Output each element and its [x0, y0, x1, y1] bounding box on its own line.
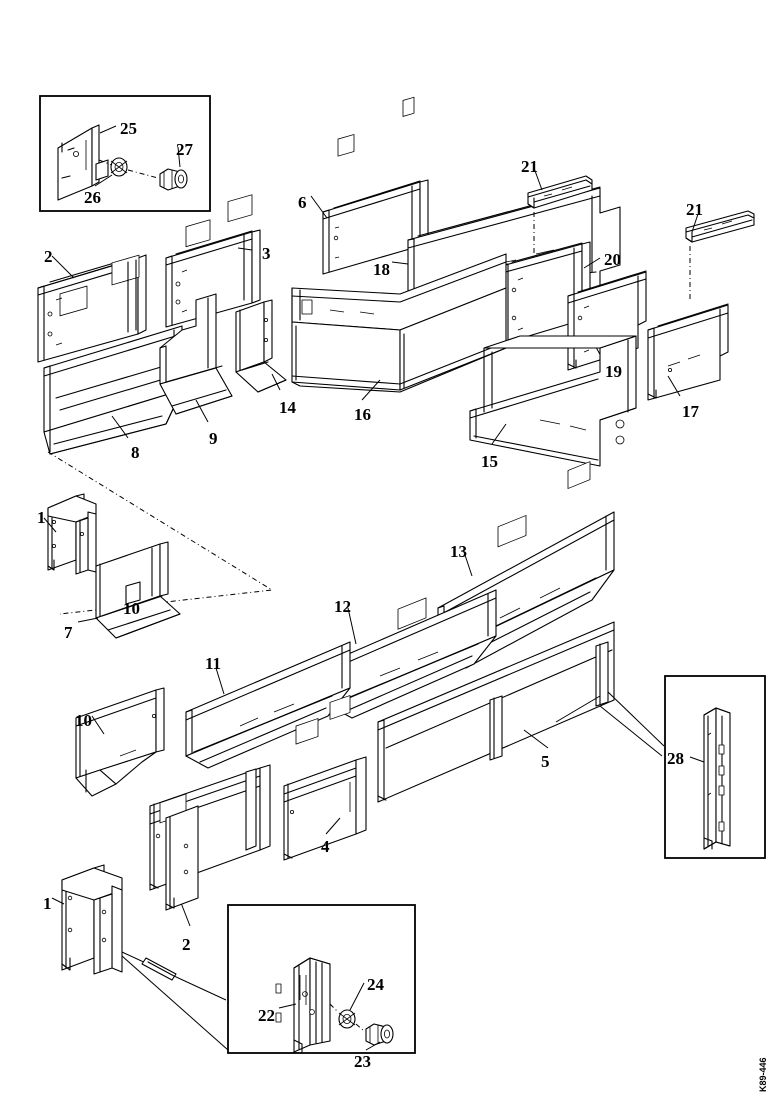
callout-9: 9: [209, 429, 218, 448]
part-5-long-panel: [377, 461, 615, 803]
inset-right: [664, 675, 766, 859]
callout-5: 5: [541, 752, 550, 771]
part-23-bushing: [365, 1023, 394, 1046]
part-3-side-panel: [165, 194, 261, 328]
callout-3: 3: [262, 244, 271, 263]
part-25-mount-plate: [57, 124, 109, 201]
part-26-washer: [110, 157, 128, 177]
callout-1-upper: 1: [37, 508, 46, 527]
callout-19: 19: [605, 362, 622, 381]
part-8-floor-pan-long: [43, 325, 183, 455]
callout-1-lower: 1: [43, 894, 52, 913]
callout-10-lower: 10: [75, 711, 92, 730]
callout-7: 7: [64, 623, 73, 642]
callout-20: 20: [604, 250, 621, 269]
part-1-u-bracket-upper: [47, 493, 97, 575]
callout-16: 16: [354, 405, 371, 424]
callout-21-upper: 21: [521, 157, 538, 176]
part-24-washer: [338, 1009, 356, 1029]
part-21-rail-strip-upper: [527, 175, 593, 209]
part-9-floor-pan-short: [159, 293, 233, 415]
part-17-end-panel-right: [647, 303, 729, 401]
part-22-post-plate: [275, 957, 331, 1053]
callout-13: 13: [450, 542, 467, 561]
part-10-angle-panel-lower: [165, 805, 199, 911]
callout-22: 22: [258, 1006, 275, 1025]
part-7-tray-bracket: [95, 541, 181, 639]
callout-8: 8: [131, 443, 140, 462]
callout-27: 27: [176, 140, 193, 159]
callout-18: 18: [373, 260, 390, 279]
callout-6: 6: [298, 193, 307, 212]
inset-bottom: [227, 904, 416, 1054]
part-4-panel-two-cutouts: [283, 695, 367, 861]
callout-21-right: 21: [686, 200, 703, 219]
part-11-long-rail: [185, 641, 351, 769]
callout-2-lower: 2: [182, 935, 191, 954]
callout-28: 28: [667, 749, 684, 768]
inset-top-left: [39, 95, 211, 212]
part-12-long-rail-mid: [329, 589, 497, 719]
part-27-bushing: [159, 168, 188, 191]
callout-11: 11: [205, 654, 222, 673]
callout-15: 15: [481, 452, 498, 471]
callout-24: 24: [367, 975, 384, 994]
callout-10-upper: 10: [123, 599, 140, 618]
callout-26: 26: [84, 188, 101, 207]
part-10-angle-panel-upper: [75, 687, 165, 797]
part-15-channel-box: [469, 335, 637, 467]
callout-14: 14: [279, 398, 296, 417]
part-28-vertical-post: [703, 707, 731, 850]
part-21-rail-strip-right: [685, 210, 755, 243]
callout-17: 17: [682, 402, 699, 421]
part-2-side-panel-upper: [37, 254, 147, 363]
part-14-small-angle-bracket: [235, 299, 287, 393]
loose-strip: [141, 957, 177, 981]
part-16-chevron-shroud: [291, 253, 507, 393]
callout-2-upper: 2: [44, 247, 53, 266]
callout-4: 4: [321, 837, 330, 856]
callout-23: 23: [354, 1052, 371, 1071]
drawing-number: K89-446: [758, 1057, 768, 1092]
callout-25: 25: [120, 119, 137, 138]
part-1-u-bracket-lower: [61, 864, 123, 975]
callout-12: 12: [334, 597, 351, 616]
